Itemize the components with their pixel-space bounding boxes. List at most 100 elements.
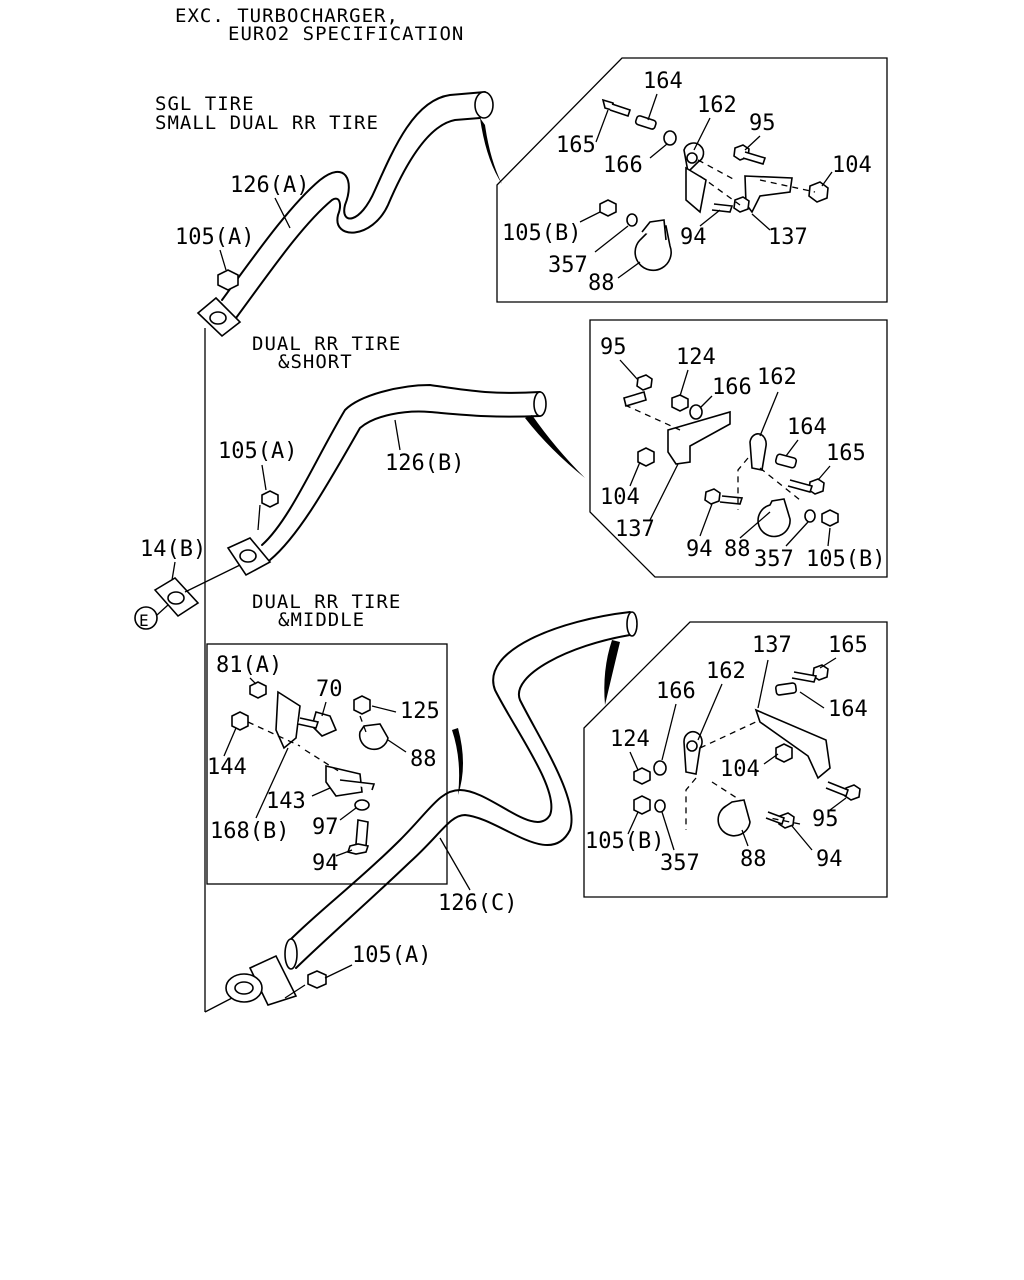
label-pipe-126b: 126(B)	[385, 451, 464, 476]
label-nut-105a-mid: 105(A)	[218, 439, 297, 464]
box4-leader-165	[819, 657, 837, 669]
box2-leader-165	[817, 465, 831, 481]
pipe-126b	[226, 384, 585, 577]
box1-leader-165	[595, 109, 609, 143]
box1-label-95: 95	[749, 111, 776, 136]
box4-leader-88	[741, 829, 749, 847]
header-line-2: EURO2 SPECIFICATION	[228, 23, 464, 45]
box4-label-105b: 105(B)	[585, 829, 664, 854]
box3-label-168b: 168(B)	[210, 819, 289, 844]
reference-line	[204, 328, 233, 1013]
variant-a-line-2: SMALL DUAL RR TIRE	[155, 112, 379, 134]
box1-label-137: 137	[768, 225, 808, 250]
box4-leader-95	[829, 797, 847, 811]
box1-leader-164	[647, 93, 658, 121]
box2-label-105b: 105(B)	[806, 547, 885, 572]
box2-label-95: 95	[600, 335, 627, 360]
box3-leader-125	[371, 705, 397, 713]
box2-leader-94	[699, 503, 713, 537]
box1-label-94: 94	[680, 225, 707, 250]
box2-label-104: 104	[600, 485, 640, 510]
leader-nut-105a-bot	[324, 964, 353, 979]
box1-label-162: 162	[697, 93, 737, 118]
box1-leader-104	[821, 171, 833, 187]
box2-leader-104	[629, 461, 641, 487]
box1-leader-137	[751, 213, 771, 231]
box1-label-104: 104	[832, 153, 872, 178]
leader-ref-e	[156, 604, 169, 616]
box2-label-357: 357	[754, 547, 794, 572]
box3-label-94: 94	[312, 851, 339, 876]
box1-leader-88	[617, 261, 641, 279]
variant-c-line-2: &MIDDLE	[278, 609, 365, 631]
box3-label-97: 97	[312, 815, 339, 840]
box3-label-88: 88	[410, 747, 437, 772]
box4-label-137: 137	[752, 633, 792, 658]
box4-label-162: 162	[706, 659, 746, 684]
leader-nut-105a-top	[219, 249, 227, 271]
box2-leader-137	[649, 463, 679, 521]
box4-label-104: 104	[720, 757, 760, 782]
box2-label-164: 164	[787, 415, 827, 440]
box4-label-95: 95	[812, 807, 839, 832]
box1-leader-166	[649, 143, 668, 159]
box4-label-124: 124	[610, 727, 650, 752]
label-pipe-126a: 126(A)	[230, 173, 309, 198]
box2-label-165: 165	[826, 441, 866, 466]
box3-leader-168b	[255, 747, 289, 819]
box4-label-94: 94	[816, 847, 843, 872]
label-gasket-14b: 14(B)	[140, 537, 206, 562]
box1-label-165: 165	[556, 133, 596, 158]
box2-label-162: 162	[757, 365, 797, 390]
box1-leader-94	[699, 209, 721, 227]
box3-leader-88	[387, 739, 407, 753]
variant-c-line-1: DUAL RR TIRE	[252, 591, 401, 613]
box1-leader-95	[744, 135, 761, 151]
box2-leader-357	[785, 521, 809, 547]
detail-box-1	[496, 57, 888, 303]
box2-leader-166	[699, 395, 713, 409]
variant-b-line-1: DUAL RR TIRE	[252, 333, 401, 355]
label-pipe-126c: 126(C)	[438, 891, 517, 916]
box3-leader-81a	[249, 677, 257, 685]
box3-leader-143	[311, 787, 331, 797]
box3-label-125: 125	[400, 699, 440, 724]
variant-b-line-2: &SHORT	[278, 351, 353, 373]
box4-leader-124	[629, 751, 639, 771]
box4-leader-94	[791, 825, 813, 851]
leader-pipe-126c	[439, 837, 471, 891]
pipe-126c	[225, 611, 638, 1006]
box4-leader-357	[661, 811, 675, 851]
ref-circle-e	[134, 606, 158, 630]
box1-label-88: 88	[588, 271, 615, 296]
header-line-1: EXC. TURBOCHARGER,	[175, 5, 399, 27]
box2-leader-162	[759, 391, 779, 437]
variant-a-line-1: SGL TIRE	[155, 93, 255, 115]
box3-leader-70	[321, 701, 327, 717]
box1-label-105b: 105(B)	[502, 221, 581, 246]
box2-leader-95	[619, 359, 639, 381]
box4-leader-166	[661, 703, 677, 761]
box2-label-124: 124	[676, 345, 716, 370]
box1-label-164: 164	[643, 69, 683, 94]
box3-label-81a: 81(A)	[216, 653, 282, 678]
leader-gasket-14b	[171, 561, 176, 581]
box3-leader-144	[223, 727, 237, 757]
box3-label-144: 144	[207, 755, 247, 780]
label-nut-105a-top: 105(A)	[175, 225, 254, 250]
box2-leader-124	[679, 369, 689, 397]
box4-leader-104	[763, 753, 779, 765]
box4-leader-105b	[627, 811, 639, 835]
box1-leader-357	[594, 225, 629, 253]
detail-box-4	[583, 621, 888, 898]
box4-label-88: 88	[740, 847, 767, 872]
box4-leader-164	[799, 691, 825, 709]
leader-pipe-126a	[274, 197, 291, 229]
pipe-126a	[196, 91, 502, 338]
box2-leader-164	[785, 439, 799, 457]
box2-leader-105b	[827, 527, 831, 547]
box3-label-143: 143	[266, 789, 306, 814]
box2-label-94: 94	[686, 537, 713, 562]
box3-leader-94	[335, 849, 353, 857]
label-ref-circle-e: E	[139, 611, 149, 630]
